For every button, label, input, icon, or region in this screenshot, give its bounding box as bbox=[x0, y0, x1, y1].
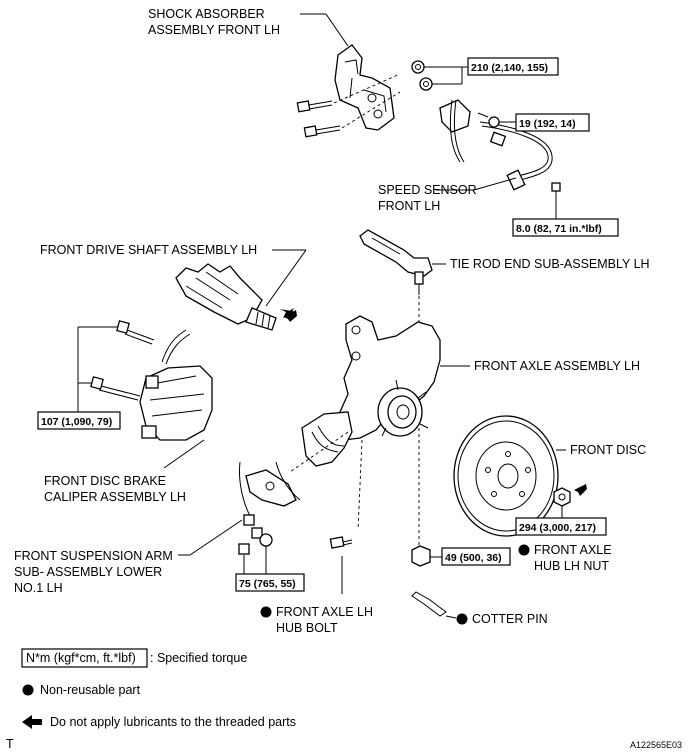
non-reusable-dot-hub-bolt bbox=[260, 606, 272, 618]
lower-arm-part bbox=[239, 461, 301, 517]
lower-arm-nut bbox=[238, 533, 273, 555]
speed-sensor-part bbox=[479, 121, 553, 191]
legend-torque-box bbox=[21, 648, 148, 668]
non-reusable-dot-legend bbox=[22, 684, 34, 696]
brake-hose-bracket bbox=[439, 99, 471, 163]
label-speed-sensor-line1: SPEED SENSOR bbox=[378, 183, 477, 197]
label-hub-bolt-line1: FRONT AXLE LH bbox=[276, 605, 373, 619]
label-hub-bolt-line2: HUB BOLT bbox=[276, 621, 338, 635]
label-shock-absorber-line1: SHOCK ABSORBER bbox=[148, 7, 265, 21]
leader-lines bbox=[163, 13, 566, 556]
drive-shaft-part bbox=[175, 263, 277, 331]
legend-non-reusable-text: Non-reusable part bbox=[40, 683, 141, 697]
torque-lower-arm-text: 75 (765, 55) bbox=[239, 578, 296, 590]
legend: N*m (kgf*cm, ft.*lbf) : Specified torque… bbox=[21, 648, 296, 729]
sensor-bolt bbox=[551, 182, 561, 219]
torque-hub-nut-text: 294 (3,000, 217) bbox=[519, 522, 596, 534]
torque-box-sensor: 8.0 (82, 71 in.*lbf) bbox=[512, 218, 619, 237]
label-front-disc: FRONT DISC bbox=[570, 443, 646, 457]
label-front-axle: FRONT AXLE ASSEMBLY LH bbox=[474, 359, 640, 373]
label-cotter-pin: COTTER PIN bbox=[472, 612, 548, 626]
label-shock-absorber-line2: ASSEMBLY FRONT LH bbox=[148, 23, 280, 37]
torque-sensor-text: 8.0 (82, 71 in.*lbf) bbox=[516, 223, 602, 235]
left-arrow-icon bbox=[22, 715, 42, 729]
corner-mark-left: T bbox=[6, 737, 14, 751]
figure-code: A122565E03 bbox=[630, 740, 682, 750]
cotter-pin-part bbox=[411, 591, 457, 619]
non-reusable-dot-hub-nut bbox=[518, 544, 530, 556]
torque-tie-rod-nut-text: 49 (500, 36) bbox=[445, 552, 502, 564]
torque-box-tie-rod-nut: 49 (500, 36) bbox=[441, 547, 511, 566]
non-reusable-dot-cotter-pin bbox=[456, 613, 468, 625]
lower-arm-bolt bbox=[243, 514, 263, 539]
label-tie-rod: TIE ROD END SUB-ASSEMBLY LH bbox=[450, 257, 650, 271]
tie-rod-nut-part bbox=[411, 545, 442, 567]
torque-shock-text: 210 (2,140, 155) bbox=[471, 62, 548, 74]
shock-nut-lower bbox=[419, 77, 433, 91]
no-lubricant-arrow-nut bbox=[574, 484, 587, 496]
shock-nut-upper bbox=[411, 60, 425, 74]
hub-bolt-part bbox=[329, 536, 353, 594]
shock-bolt-upper bbox=[296, 100, 333, 113]
torque-box-sensor-bracket: 19 (192, 14) bbox=[515, 113, 590, 132]
label-suspension-arm-line1: FRONT SUSPENSION ARM bbox=[14, 549, 173, 563]
label-suspension-arm-line3: NO.1 LH bbox=[14, 581, 63, 595]
torque-sensor-bracket-text: 19 (192, 14) bbox=[519, 118, 576, 130]
shock-bolt-lower bbox=[303, 125, 341, 138]
front-disc-part bbox=[453, 415, 559, 537]
label-speed-sensor-line2: FRONT LH bbox=[378, 199, 440, 213]
legend-no-lubricant-text: Do not apply lubricants to the threaded … bbox=[50, 715, 296, 729]
sensor-bracket-bolt bbox=[477, 112, 516, 128]
hub-nut-part bbox=[553, 487, 571, 518]
steering-knuckle-part bbox=[301, 315, 441, 467]
no-lubricant-arrow-shaft bbox=[280, 308, 297, 322]
label-hub-nut-line2: HUB LH NUT bbox=[534, 559, 609, 573]
legend-torque-text: : Specified torque bbox=[150, 651, 247, 665]
tie-rod-end-part bbox=[359, 229, 433, 295]
label-suspension-arm-line2: SUB- ASSEMBLY LOWER bbox=[14, 565, 162, 579]
caliper-bolt-lower bbox=[90, 376, 141, 401]
label-caliper-line2: CALIPER ASSEMBLY LH bbox=[44, 490, 186, 504]
caliper-bolt-upper bbox=[116, 320, 155, 345]
torque-box-caliper: 107 (1,090, 79) bbox=[37, 411, 121, 430]
label-caliper-line1: FRONT DISC BRAKE bbox=[44, 474, 166, 488]
legend-torque-box-text: N*m (kgf*cm, ft.*lbf) bbox=[26, 651, 136, 665]
torque-box-shock: 210 (2,140, 155) bbox=[467, 57, 559, 76]
caliper-part bbox=[139, 329, 213, 441]
torque-box-hub-nut: 294 (3,000, 217) bbox=[515, 517, 607, 536]
torque-caliper-text: 107 (1,090, 79) bbox=[41, 416, 112, 428]
torque-box-lower-arm: 75 (765, 55) bbox=[235, 573, 305, 592]
shock-absorber-part bbox=[334, 44, 395, 131]
label-drive-shaft: FRONT DRIVE SHAFT ASSEMBLY LH bbox=[40, 243, 257, 257]
label-hub-nut-line1: FRONT AXLE bbox=[534, 543, 612, 557]
